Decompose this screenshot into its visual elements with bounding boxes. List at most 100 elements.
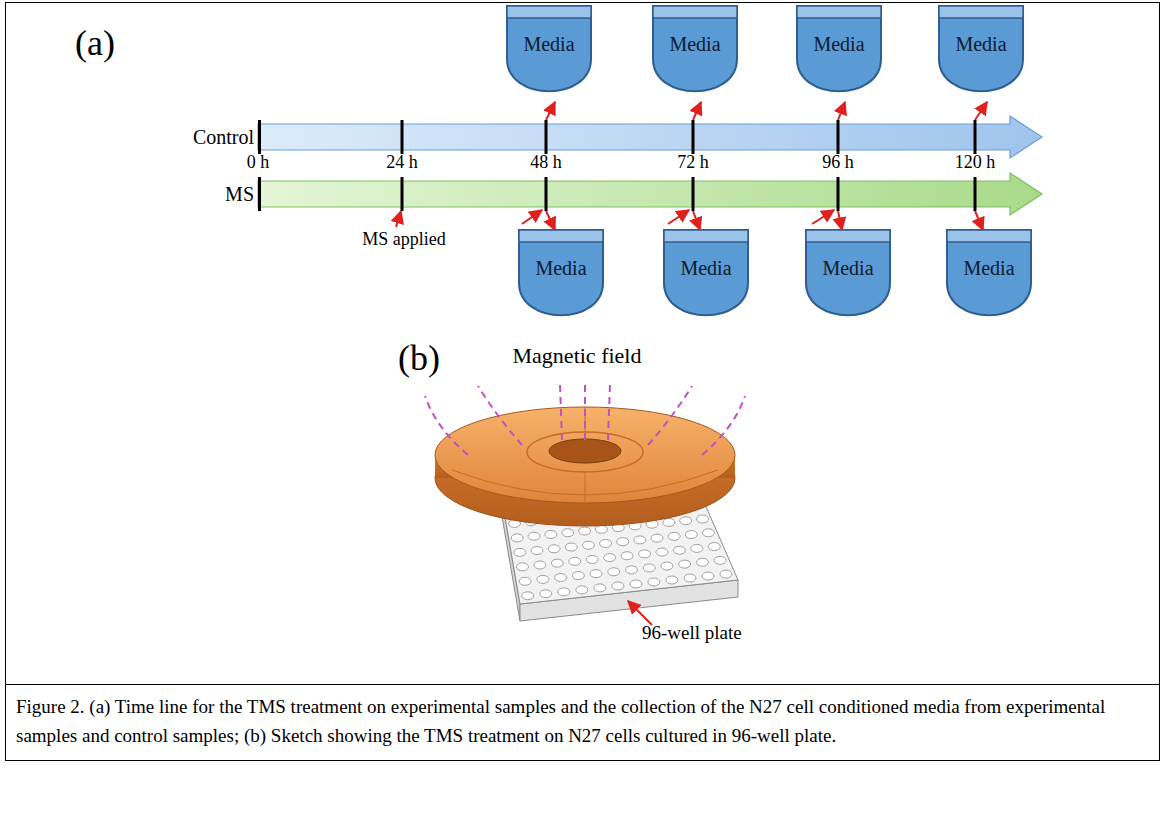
collection-arrow [693, 102, 701, 120]
well [545, 530, 557, 538]
collection-arrow [838, 102, 845, 120]
well [548, 545, 560, 553]
arrow-band [258, 124, 1010, 150]
media-beaker: Media [796, 5, 882, 103]
time-label: 24 h [386, 152, 418, 173]
beaker-outline [796, 5, 882, 103]
well [656, 548, 668, 556]
media-label: Media [523, 33, 574, 56]
media-label: Media [963, 257, 1014, 280]
ms-arrow [812, 210, 834, 224]
well [673, 546, 685, 554]
well [617, 538, 629, 546]
ms-arrow [668, 210, 689, 224]
well [514, 548, 526, 556]
well [643, 564, 655, 572]
well [630, 580, 642, 588]
well [696, 558, 708, 566]
time-label: 120 h [955, 152, 996, 173]
well [680, 517, 692, 525]
well [648, 578, 660, 586]
well [612, 582, 624, 590]
well [661, 562, 673, 570]
well [684, 574, 696, 582]
well [702, 572, 714, 580]
time-label: 0 h [247, 152, 270, 173]
part-label: 96-well plate [642, 622, 742, 644]
well [531, 547, 543, 555]
well [594, 584, 606, 592]
plate-leader-arrow [628, 601, 652, 625]
media-beaker: Media [938, 5, 1024, 103]
collection-arrow [975, 102, 987, 120]
beaker-outline [946, 229, 1032, 327]
well [685, 531, 697, 539]
media-beaker: Media [506, 5, 592, 103]
timeline-arrow: Control [258, 124, 1010, 150]
timeline-name: MS [225, 183, 258, 206]
collection-arrow [546, 102, 555, 120]
field-label: Magnetic field [513, 343, 642, 369]
well [720, 570, 732, 578]
well [582, 541, 594, 549]
timeline-name: Control [193, 126, 258, 149]
media-beaker: Media [805, 229, 891, 327]
well [516, 563, 528, 571]
well [590, 570, 602, 578]
media-beaker: Media [652, 5, 738, 103]
ms-applied-note: MS applied [362, 229, 446, 250]
well [625, 566, 637, 574]
well [679, 560, 691, 568]
well [663, 518, 675, 526]
media-label: Media [955, 33, 1006, 56]
media-beaker: Media [518, 229, 604, 327]
collection-arrow [546, 211, 555, 230]
ms-applied-arrow [396, 211, 401, 227]
well [551, 559, 563, 567]
media-beaker: Media [946, 229, 1032, 327]
well [634, 536, 646, 544]
well [651, 534, 663, 542]
well [562, 529, 574, 537]
well [534, 561, 546, 569]
well [691, 544, 703, 552]
well [595, 525, 607, 533]
collection-arrow [838, 211, 842, 230]
figure-caption: Figure 2. (a) Time line for the TMS trea… [5, 684, 1160, 761]
well [558, 588, 570, 596]
time-label: 72 h [677, 152, 709, 173]
beaker-outline [506, 5, 592, 103]
well [604, 554, 616, 562]
well [555, 573, 567, 581]
well [600, 539, 612, 547]
well [537, 575, 549, 583]
ms-arrow [522, 210, 542, 224]
beaker-outline [663, 229, 749, 327]
beaker-outline [805, 229, 891, 327]
well [572, 572, 584, 580]
collection-arrow [693, 211, 700, 230]
media-label: Media [680, 257, 731, 280]
well [708, 543, 720, 551]
panel-letter: (a) [75, 22, 115, 64]
beaker-outline [652, 5, 738, 103]
well [639, 550, 651, 558]
time-label: 48 h [530, 152, 562, 173]
collection-arrow [975, 211, 983, 230]
panel-letter: (b) [398, 337, 440, 379]
well [666, 576, 678, 584]
ms-application-arrows [396, 210, 834, 227]
beaker-outline [938, 5, 1024, 103]
timeline-arrow: MS [258, 181, 1010, 207]
well [565, 543, 577, 551]
well [519, 577, 531, 585]
well [511, 534, 523, 542]
beaker-outline [518, 229, 604, 327]
well [714, 556, 726, 564]
well [528, 532, 540, 540]
magnetic-field-lines [425, 380, 745, 455]
well [579, 527, 591, 535]
time-label: 96 h [822, 152, 854, 173]
well [702, 529, 714, 537]
